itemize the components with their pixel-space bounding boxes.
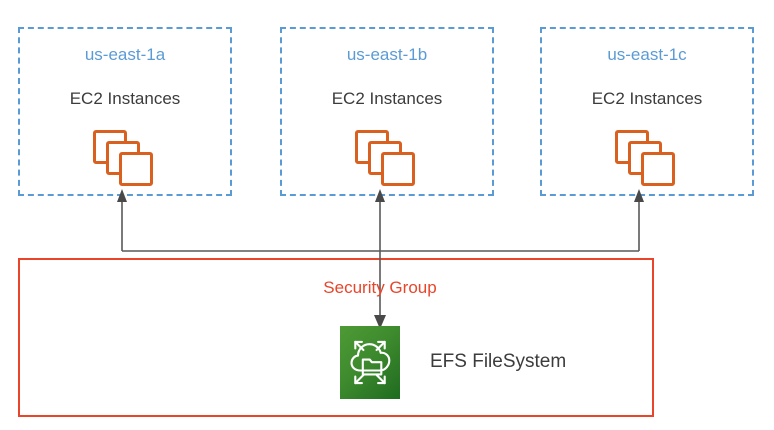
security-group-label: Security Group: [323, 278, 437, 297]
efs-glyph: [350, 340, 391, 385]
efs-filesystem-icon: [340, 326, 400, 399]
ec2-square-front: [641, 152, 675, 186]
availability-zone-us-east-1c: us-east-1c EC2 Instances: [540, 27, 754, 196]
az-resource-label-us-east-1c: EC2 Instances: [591, 89, 703, 108]
az-resource-label-us-east-1a: EC2 Instances: [69, 89, 181, 108]
ec2-square-front: [119, 152, 153, 186]
az-label-us-east-1b: us-east-1b: [346, 45, 428, 64]
az-resource-label-us-east-1b: EC2 Instances: [331, 89, 443, 108]
availability-zone-us-east-1a: us-east-1a EC2 Instances: [18, 27, 232, 196]
efs-filesystem-label: EFS FileSystem: [430, 351, 567, 372]
availability-zone-us-east-1b: us-east-1b EC2 Instances: [280, 27, 494, 196]
az-label-us-east-1a: us-east-1a: [84, 45, 166, 64]
ec2-instances-icon: [355, 130, 417, 186]
ec2-square-front: [381, 152, 415, 186]
az-label-us-east-1c: us-east-1c: [607, 45, 687, 64]
security-group-box: [18, 258, 654, 417]
ec2-instances-icon: [615, 130, 677, 186]
ec2-instances-icon: [93, 130, 155, 186]
